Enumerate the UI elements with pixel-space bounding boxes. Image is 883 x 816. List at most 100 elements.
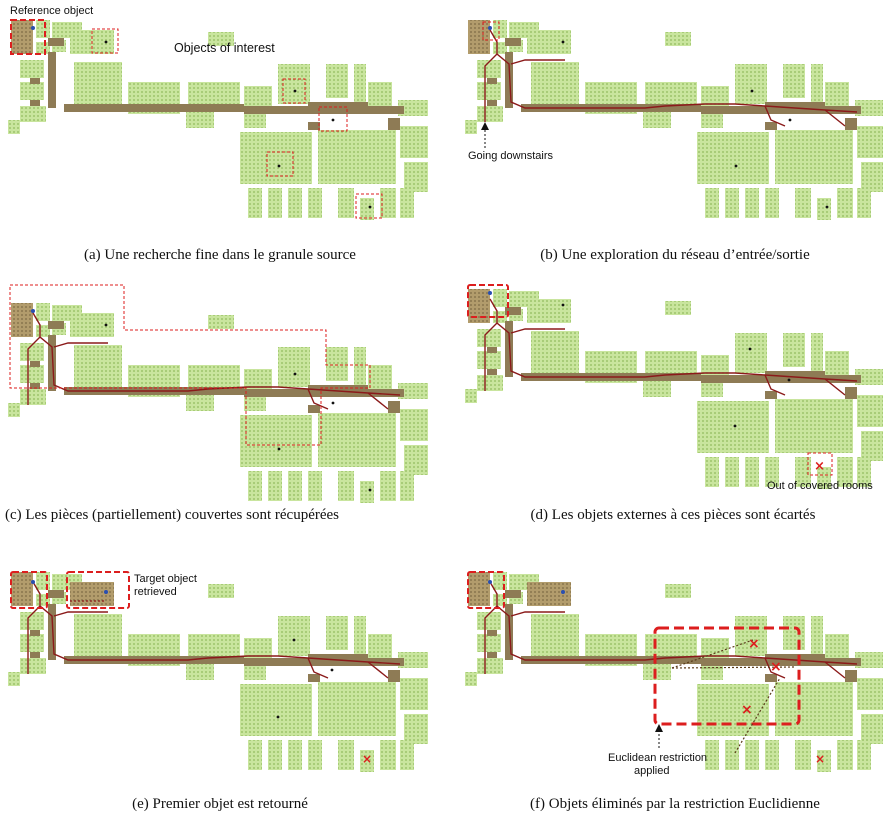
room (20, 658, 46, 674)
source-granule-room (70, 582, 114, 606)
label-reference-object: Reference object (10, 5, 93, 17)
room (360, 198, 374, 220)
room (404, 445, 428, 475)
room (74, 345, 122, 391)
room (268, 471, 282, 501)
room (360, 750, 374, 772)
room (248, 471, 262, 501)
room (531, 614, 579, 660)
object-point (277, 447, 281, 451)
room (697, 132, 769, 184)
object-point (825, 205, 829, 209)
object-point (788, 118, 792, 122)
room (477, 612, 501, 630)
room (855, 652, 883, 668)
room (400, 409, 428, 441)
panel-b: Going downstairs (465, 2, 883, 220)
excluded-object-marker: × (362, 752, 372, 766)
object-point (748, 347, 752, 351)
object-point (331, 118, 335, 122)
room (8, 403, 20, 417)
room (20, 612, 44, 630)
room (368, 634, 392, 662)
room (244, 369, 272, 391)
room (288, 740, 302, 770)
floor-plan-a: Reference object Objects of interest (8, 5, 428, 220)
corridor (505, 38, 521, 46)
room (278, 347, 310, 387)
room (288, 188, 302, 218)
room (643, 112, 671, 128)
room (477, 106, 503, 122)
room (208, 32, 234, 46)
room (861, 162, 883, 192)
reference-object-point (31, 580, 35, 584)
room (861, 714, 883, 744)
room (701, 664, 723, 680)
object-point (561, 40, 565, 44)
room (783, 616, 805, 650)
caption-d: (d) Les objets externes à ces pièces son… (530, 507, 816, 523)
room (837, 740, 853, 770)
corridor (765, 102, 825, 112)
room (817, 750, 831, 772)
room (477, 658, 503, 674)
room (477, 375, 503, 391)
label-target-object: Target object (134, 573, 197, 585)
corridor (308, 102, 368, 112)
room (398, 383, 428, 399)
room (208, 315, 234, 329)
room (398, 652, 428, 668)
room (244, 86, 272, 108)
corridor (308, 674, 320, 682)
room (400, 740, 414, 770)
room (775, 130, 853, 184)
room (318, 413, 396, 467)
room (493, 289, 507, 307)
object-point (368, 205, 372, 209)
corridor (30, 78, 40, 84)
room (493, 20, 507, 38)
exit-network-route (27, 312, 401, 410)
room (186, 395, 214, 411)
floor-plan-c (8, 284, 428, 503)
room (697, 684, 769, 736)
corridor (308, 654, 368, 664)
exit-network-route (484, 29, 858, 127)
room (765, 188, 779, 218)
reference-object-box (467, 571, 505, 609)
room (308, 188, 322, 218)
room (240, 684, 312, 736)
room (338, 188, 354, 218)
object-box (355, 193, 383, 219)
corridor (487, 369, 497, 375)
arrow-head-icon (481, 122, 489, 130)
source-granule-room (11, 20, 33, 54)
room (861, 431, 883, 461)
room (701, 112, 723, 128)
panel-d: × Out of covered rooms (465, 284, 883, 492)
room (244, 664, 266, 680)
object-box (266, 151, 294, 177)
reference-object-box (467, 284, 509, 318)
caption-b: (b) Une exploration du réseau d’entrée/s… (540, 247, 810, 263)
object-point (368, 488, 372, 492)
floor-rooms (8, 572, 428, 772)
label-out-of-covered-rooms: Out of covered rooms (767, 480, 873, 492)
label-applied: applied (634, 765, 669, 777)
room (20, 389, 46, 405)
eliminated-object-marker: × (815, 752, 825, 766)
room (36, 303, 50, 321)
caption-a: (a) Une recherche fine dans le granule s… (84, 247, 356, 263)
object-point (561, 303, 565, 307)
floor-rooms (465, 20, 883, 220)
corridor (30, 652, 40, 658)
room (527, 30, 571, 54)
room (705, 188, 719, 218)
route-line (484, 298, 858, 396)
room (20, 343, 44, 361)
corridor (48, 321, 64, 329)
source-granule-room (11, 572, 33, 606)
room (531, 331, 579, 377)
room (360, 481, 374, 503)
